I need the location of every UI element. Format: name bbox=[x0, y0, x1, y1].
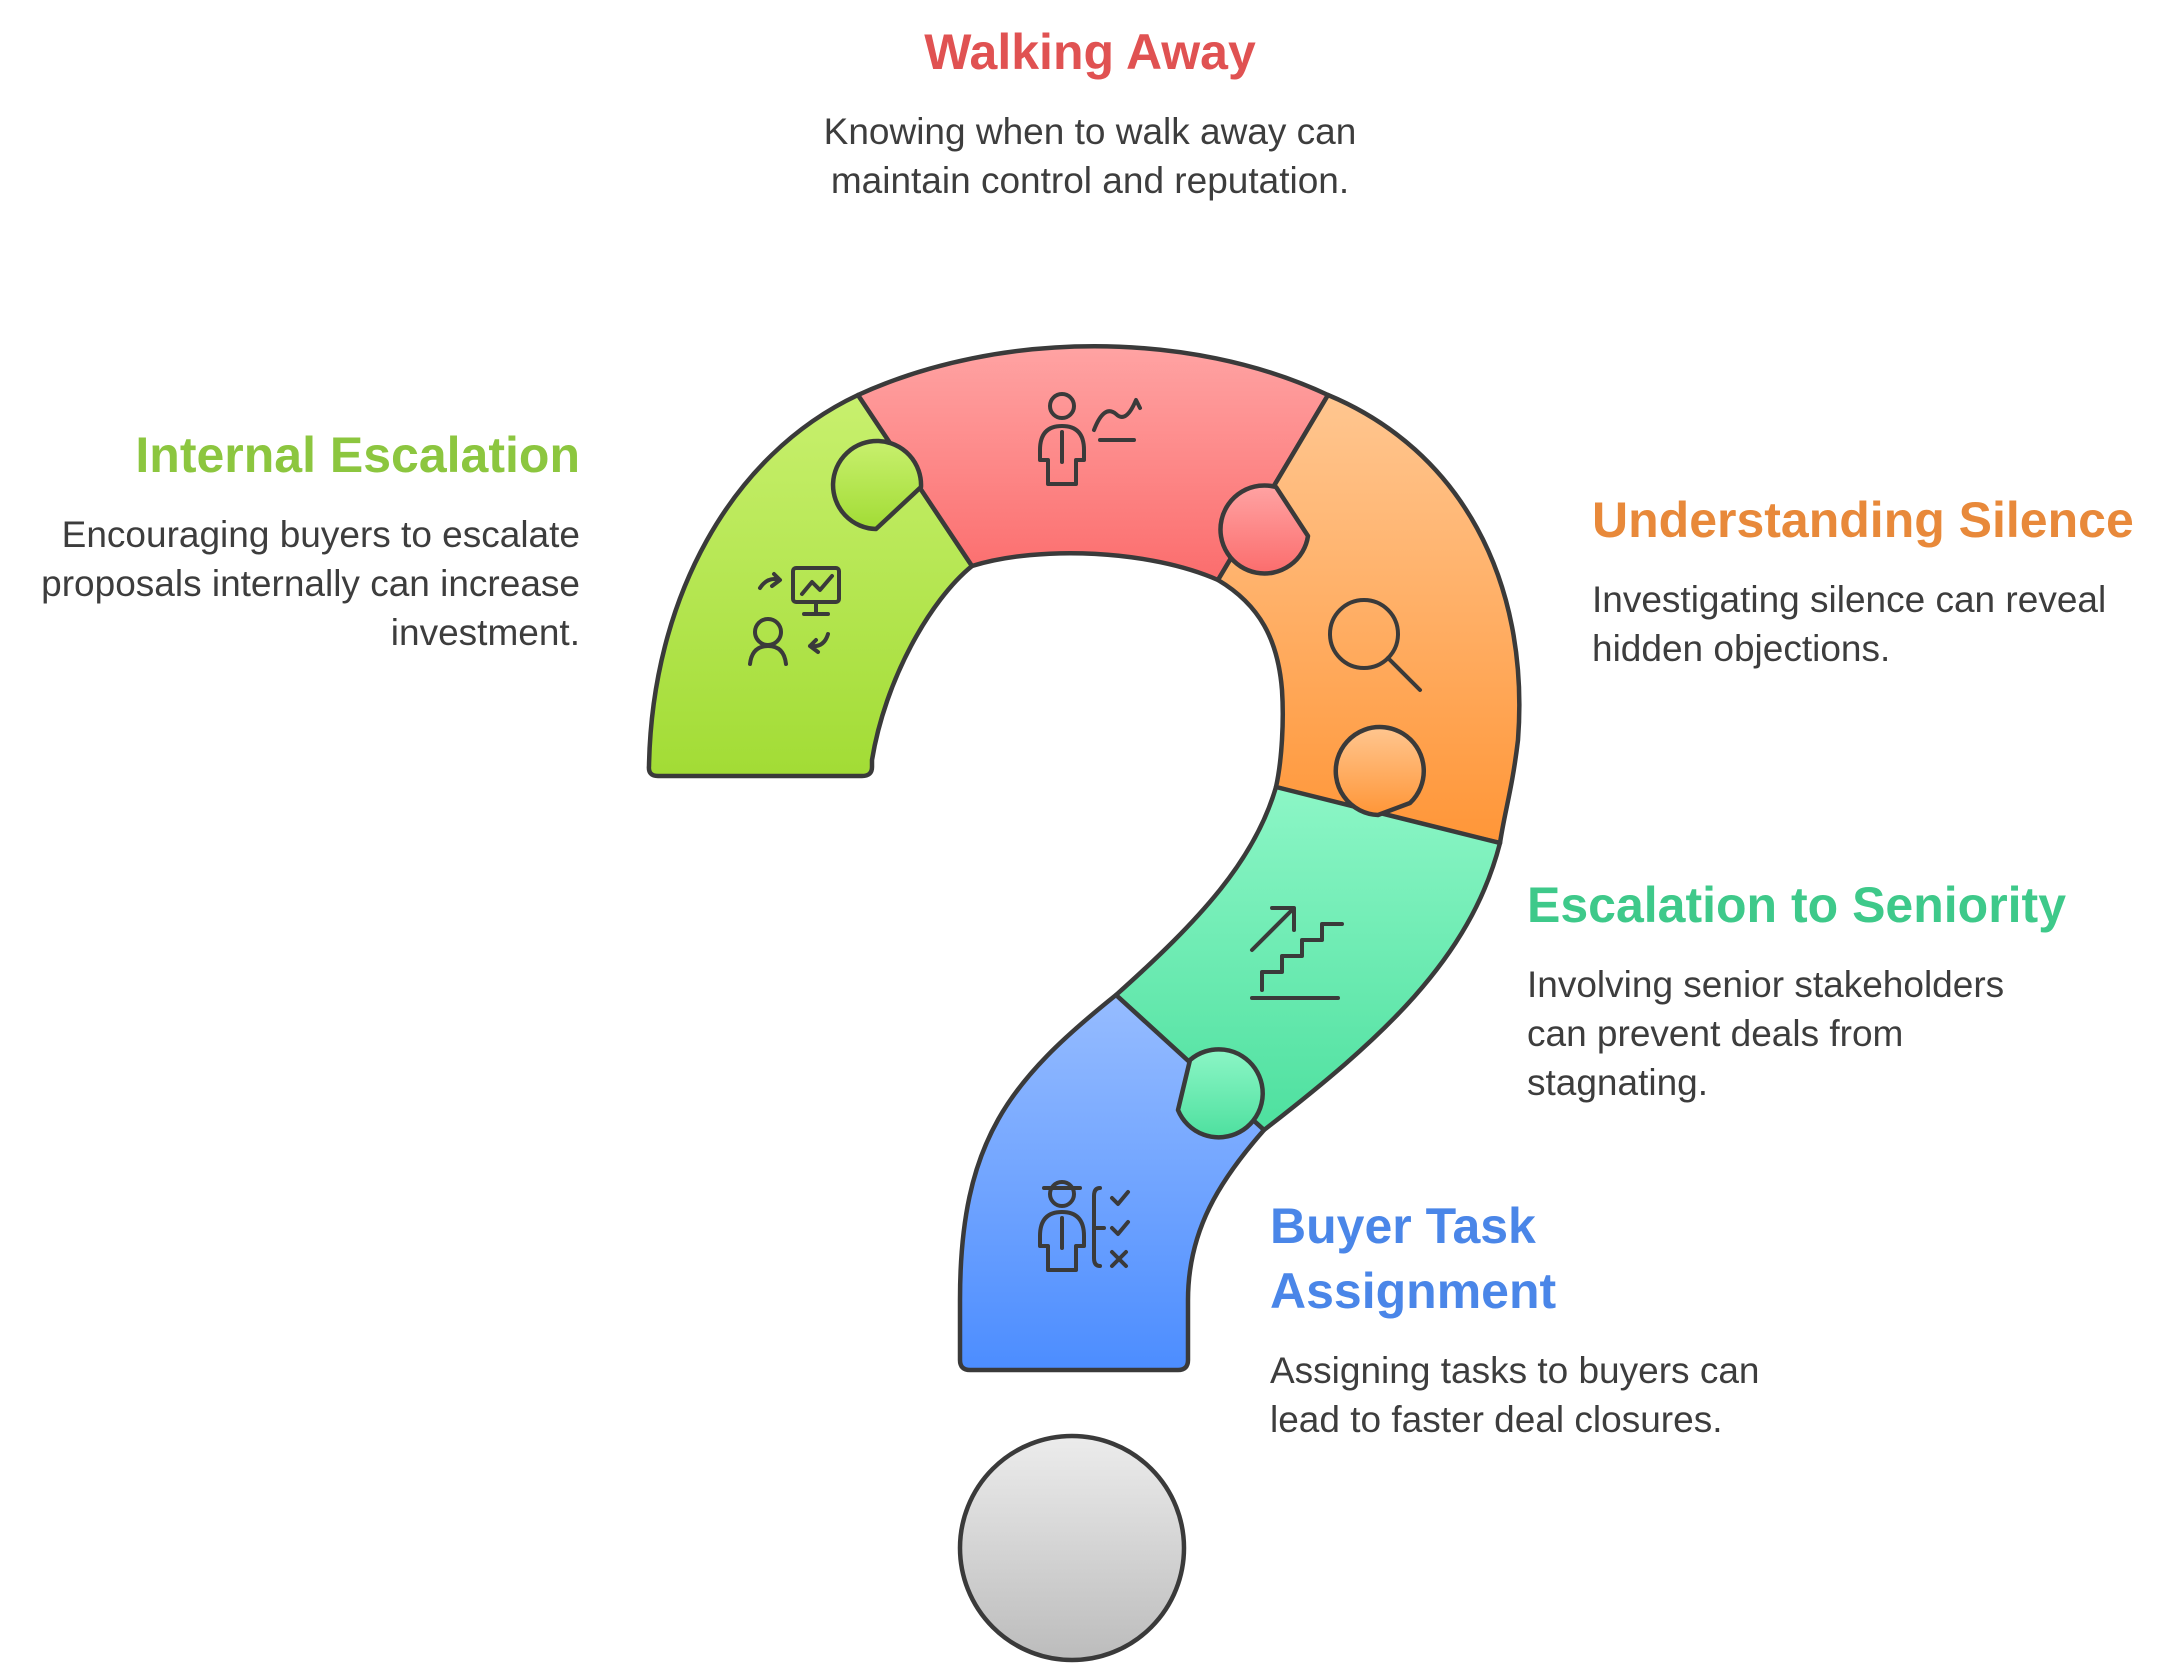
stairs-up-icon bbox=[1250, 906, 1344, 1000]
callout-understanding-silence: Understanding Silence Investigating sile… bbox=[1592, 488, 2162, 673]
magnifier-icon bbox=[1328, 598, 1422, 692]
person-checklist-icon bbox=[1038, 1180, 1130, 1272]
segment-understanding-silence bbox=[1215, 392, 1522, 846]
knob-orange bbox=[1333, 724, 1426, 818]
segment-walking-away bbox=[855, 344, 1331, 583]
callout-escalation-to-seniority: Escalation to Seniority Involving senior… bbox=[1527, 873, 2117, 1108]
buyer-task-assignment-title: Buyer Task Assignment bbox=[1270, 1198, 1557, 1319]
understanding-silence-title: Understanding Silence bbox=[1592, 492, 2134, 548]
escalation-to-seniority-description: Involving senior stakeholders can preven… bbox=[1527, 964, 2005, 1104]
knob-mint bbox=[1175, 1047, 1265, 1140]
escalation-to-seniority-title: Escalation to Seniority bbox=[1527, 877, 2067, 933]
internal-escalation-title: Internal Escalation bbox=[135, 427, 580, 483]
question-mark-dot bbox=[957, 1433, 1187, 1663]
internal-escalation-description: Encouraging buyers to escalate proposals… bbox=[41, 514, 580, 654]
knob-green bbox=[830, 438, 924, 532]
buyer-task-assignment-description: Assigning tasks to buyers can lead to fa… bbox=[1270, 1350, 1760, 1441]
segment-escalation-to-seniority bbox=[1113, 784, 1503, 1133]
callout-buyer-task-assignment: Buyer Task Assignment Assigning tasks to… bbox=[1270, 1194, 1830, 1444]
person-walking-away-icon bbox=[1038, 392, 1142, 486]
understanding-silence-description: Investigating silence can reveal hidden … bbox=[1592, 579, 2107, 670]
callout-internal-escalation: Internal Escalation Encouraging buyers t… bbox=[10, 423, 580, 658]
walking-away-description: Knowing when to walk away can maintain c… bbox=[823, 111, 1357, 202]
person-presentation-icon bbox=[748, 566, 841, 666]
callout-walking-away: Walking Away Knowing when to walk away c… bbox=[720, 20, 1460, 205]
walking-away-title: Walking Away bbox=[924, 24, 1256, 80]
knob-red bbox=[1218, 483, 1311, 576]
